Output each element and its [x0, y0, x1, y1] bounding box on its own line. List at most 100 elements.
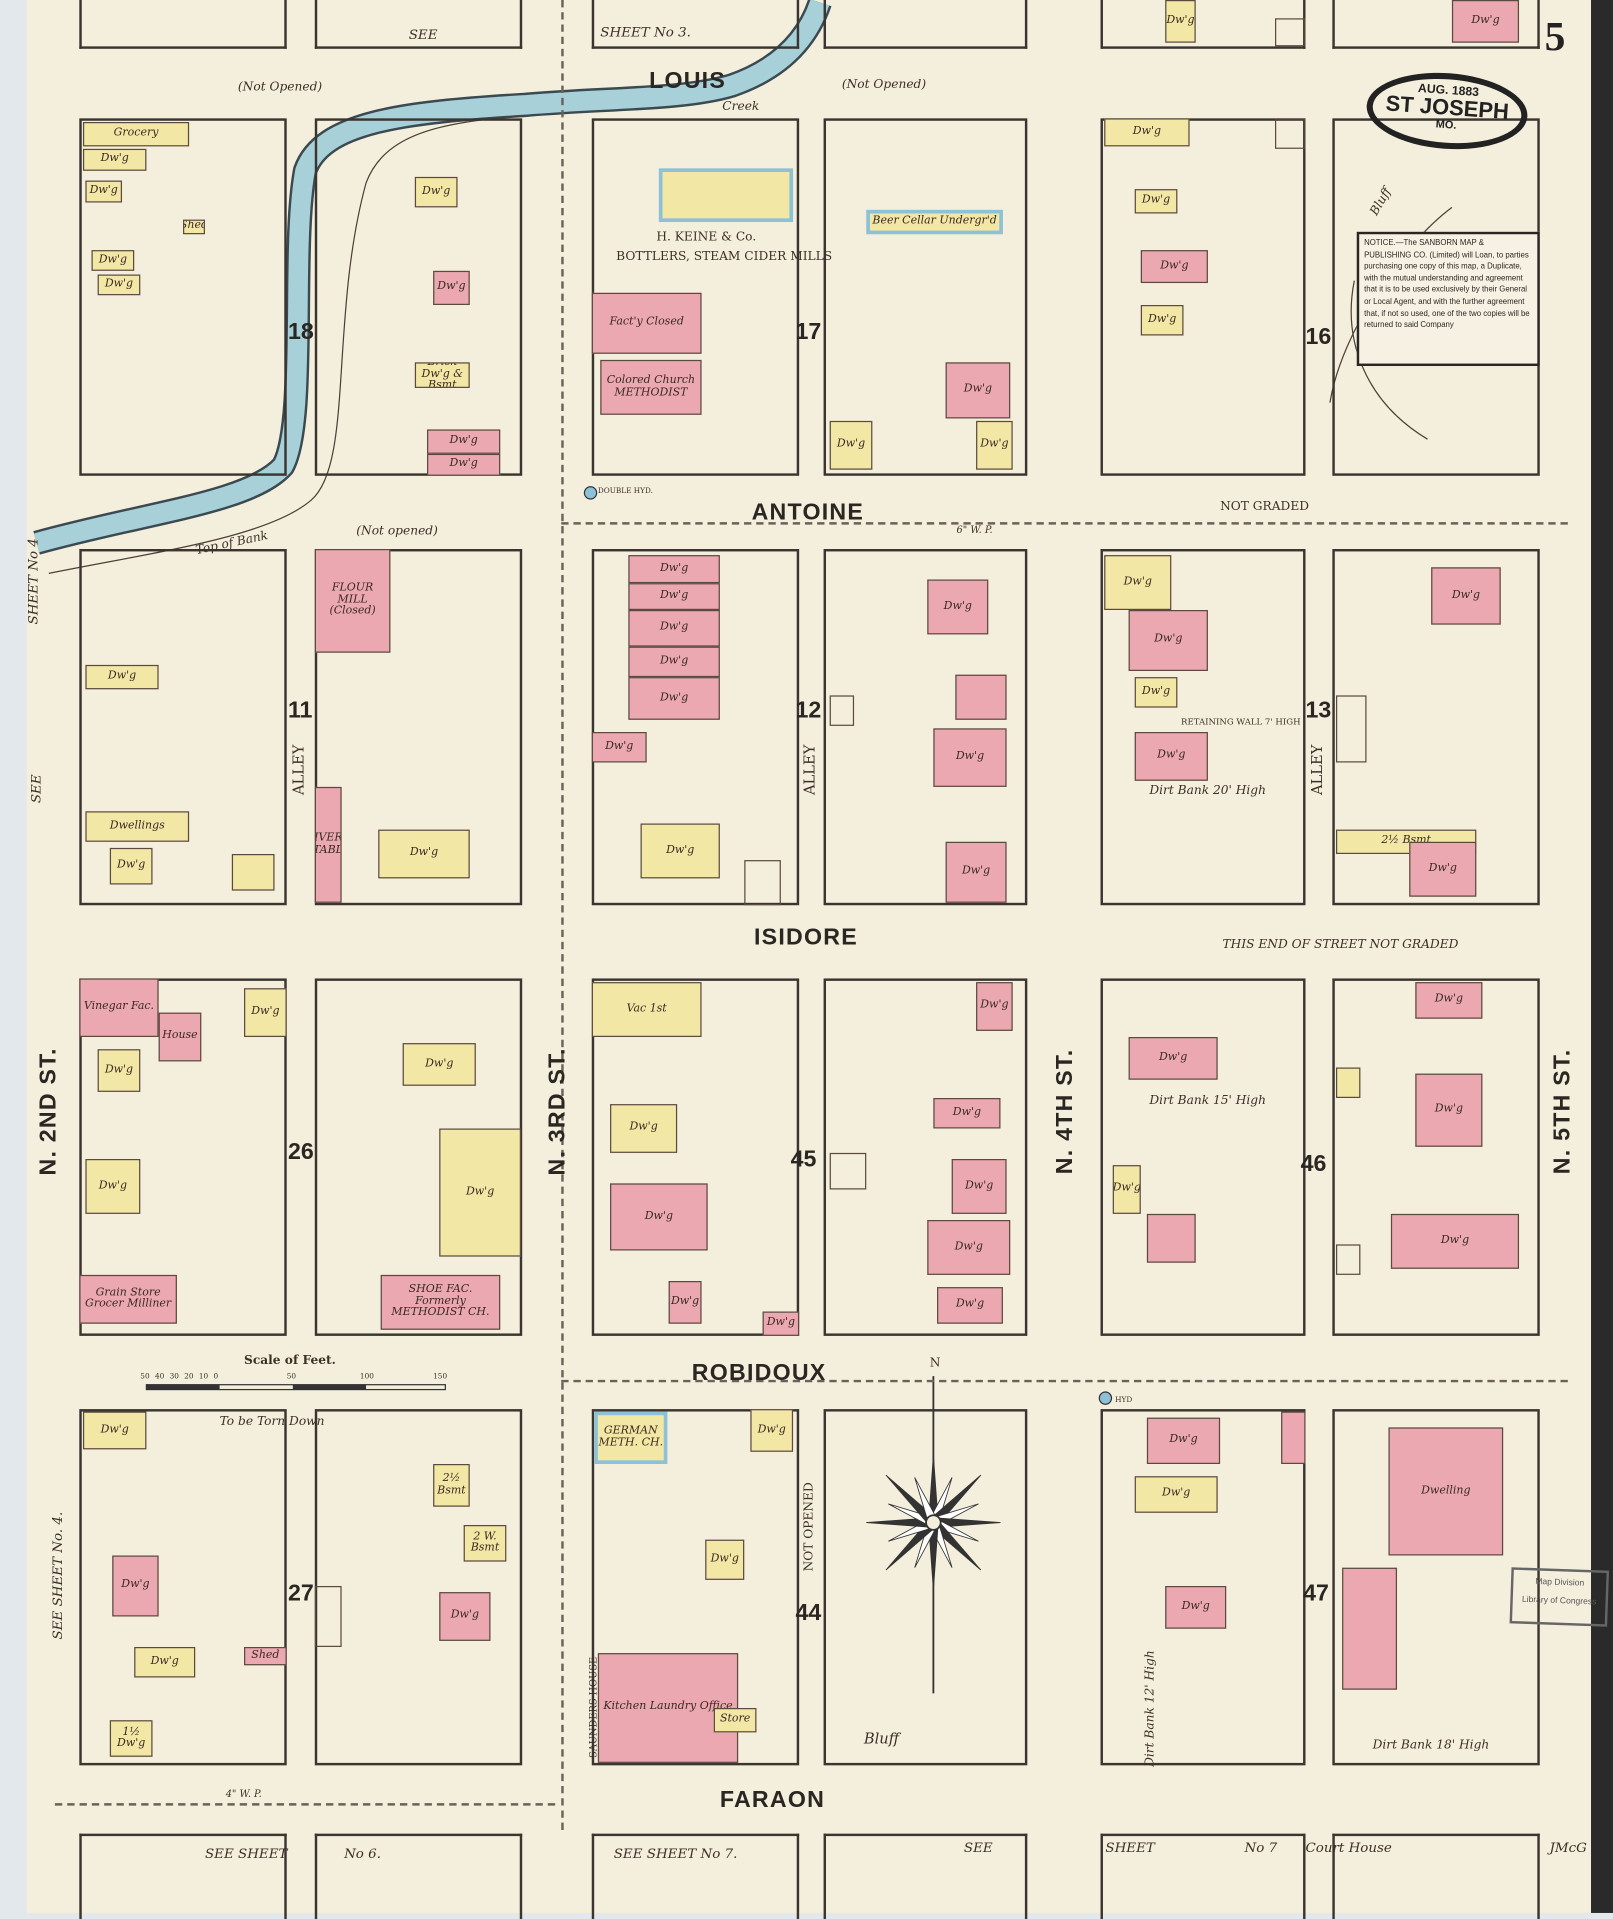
sheet-ref[interactable]: Court House: [1305, 1839, 1392, 1856]
city-block: [79, 1833, 287, 1919]
sheet-ref[interactable]: No 6.: [344, 1845, 381, 1862]
building: Dw'g: [433, 270, 470, 305]
note: DOUBLE HYD.: [597, 486, 653, 496]
sheet-ref[interactable]: SEE: [28, 774, 45, 804]
note: Dirt Bank 18' High: [1372, 1738, 1490, 1752]
city-block: [314, 118, 523, 476]
note: (Not opened): [356, 524, 438, 539]
building: Fact'y Closed: [591, 292, 702, 354]
building: Dw'g: [933, 1098, 1001, 1129]
block-number: 45: [790, 1146, 817, 1173]
building: Dw'g: [951, 1159, 1007, 1214]
city-block: [1332, 0, 1540, 49]
building: House: [158, 1012, 202, 1062]
building: Dw'g: [762, 1311, 800, 1336]
scale-tick-label: 50: [286, 1372, 297, 1382]
city-block: [79, 1409, 287, 1766]
city-block: [823, 118, 1028, 476]
scale-tick-label: 10: [198, 1372, 209, 1382]
building: LIVERY STABLE: [314, 786, 342, 903]
building: SHOE FAC. Formerly METHODIST CH.: [380, 1274, 501, 1330]
alley-label: ALLEY: [801, 744, 819, 796]
building: Dw'g: [628, 583, 720, 610]
city-block: [79, 0, 287, 49]
note: Dirt Bank 12' High: [1143, 1650, 1158, 1767]
sheet-ref[interactable]: SEE SHEET No 7.: [613, 1845, 738, 1862]
note: Dirt Bank 15' High: [1149, 1094, 1266, 1108]
note: NOT OPENED: [802, 1482, 817, 1572]
city-block: [1332, 1409, 1540, 1766]
building: [829, 695, 855, 726]
building: Dw'g: [97, 274, 141, 296]
city-block: [1332, 549, 1540, 906]
building: Colored Church METHODIST: [600, 359, 702, 415]
city-block: [314, 549, 523, 906]
sheet-ref[interactable]: SHEET No 4: [25, 538, 42, 625]
scale-tick-label: 40: [154, 1372, 165, 1382]
building: Dw'g: [927, 1220, 1011, 1275]
building: Dw'g: [244, 988, 287, 1037]
stamp-line-2: Library of Congress: [1521, 1595, 1597, 1607]
building: Dw'g: [927, 579, 989, 635]
building: Dw'g: [1390, 1213, 1520, 1269]
city-block: [591, 549, 800, 906]
building: Dw'g: [945, 362, 1011, 419]
city-block: [591, 0, 800, 49]
building: Dw'g: [1165, 1586, 1227, 1629]
city-block: [591, 1833, 800, 1919]
building: Dw'g: [414, 176, 458, 208]
building: Dw'g: [1134, 1476, 1218, 1513]
building: Dw'g: [85, 664, 159, 690]
block-number: 11: [287, 697, 313, 724]
building: Dw'g: [628, 646, 720, 678]
city-block: [591, 978, 800, 1336]
block-number: 13: [1305, 697, 1332, 724]
surveyor-initials: JMcG: [1549, 1839, 1587, 1856]
block-number: 27: [287, 1581, 314, 1607]
block-number: 18: [287, 319, 314, 346]
note: (Not Opened): [237, 80, 323, 94]
scale-tick-label: 20: [184, 1372, 194, 1382]
compass-rose: [866, 1376, 1001, 1694]
building: Brick Dw'g & Bsmt: [414, 362, 470, 388]
sheet-ref[interactable]: SHEET: [1105, 1839, 1155, 1856]
sheet-ref[interactable]: SEE SHEET No. 4.: [49, 1511, 66, 1640]
scale-tick-label: 100: [359, 1372, 374, 1382]
building: Dw'g: [628, 677, 720, 720]
note: BOTTLERS, STEAM CIDER MILLS: [616, 250, 833, 264]
building: Dw'g: [402, 1043, 476, 1086]
sheet-ref[interactable]: SEE: [408, 26, 438, 43]
scale-tick-label: 30: [169, 1372, 179, 1382]
building: Grocery: [82, 122, 190, 147]
building: [231, 854, 275, 891]
building: [314, 1586, 342, 1647]
city-block: [823, 978, 1028, 1336]
building: Dw'g: [591, 732, 647, 763]
building: Shed: [183, 219, 205, 235]
water-pipe-line: [54, 1803, 556, 1806]
note: 6" W. P.: [956, 524, 993, 536]
building: Dw'g: [378, 829, 470, 879]
building: Vinegar Fac.: [79, 978, 159, 1037]
building: Dw'g: [1128, 1037, 1218, 1080]
building: Dw'g: [976, 420, 1013, 470]
building: [1275, 118, 1306, 149]
sheet-number: 5: [1544, 14, 1566, 60]
street-antoine: ANTOINE: [751, 500, 865, 526]
notice-box: NOTICE.—The SANBORN MAP & PUBLISHING CO.…: [1356, 231, 1540, 366]
top-of-bank-line: [48, 115, 525, 574]
building: Dw'g: [439, 1592, 491, 1641]
sheet-ref[interactable]: SEE SHEET: [204, 1845, 288, 1862]
sheet-ref[interactable]: SEE: [963, 1839, 993, 1856]
sheet-ref[interactable]: No 7: [1244, 1839, 1278, 1856]
building: Dw'g: [1140, 305, 1184, 336]
alley-label: ALLEY: [1308, 744, 1326, 796]
sheet-ref[interactable]: SHEET No 3.: [600, 24, 691, 41]
building: Dw'g: [1128, 610, 1208, 671]
block-number: 47: [1303, 1581, 1329, 1607]
city-block: [1100, 118, 1306, 476]
note: SAUNDERS HOUSE: [588, 1656, 600, 1758]
building: Beer Cellar Undergr'd: [866, 209, 1003, 235]
building: Dw'g: [85, 180, 123, 203]
street-n-3rd: N. 3RD ST.: [544, 1047, 571, 1176]
